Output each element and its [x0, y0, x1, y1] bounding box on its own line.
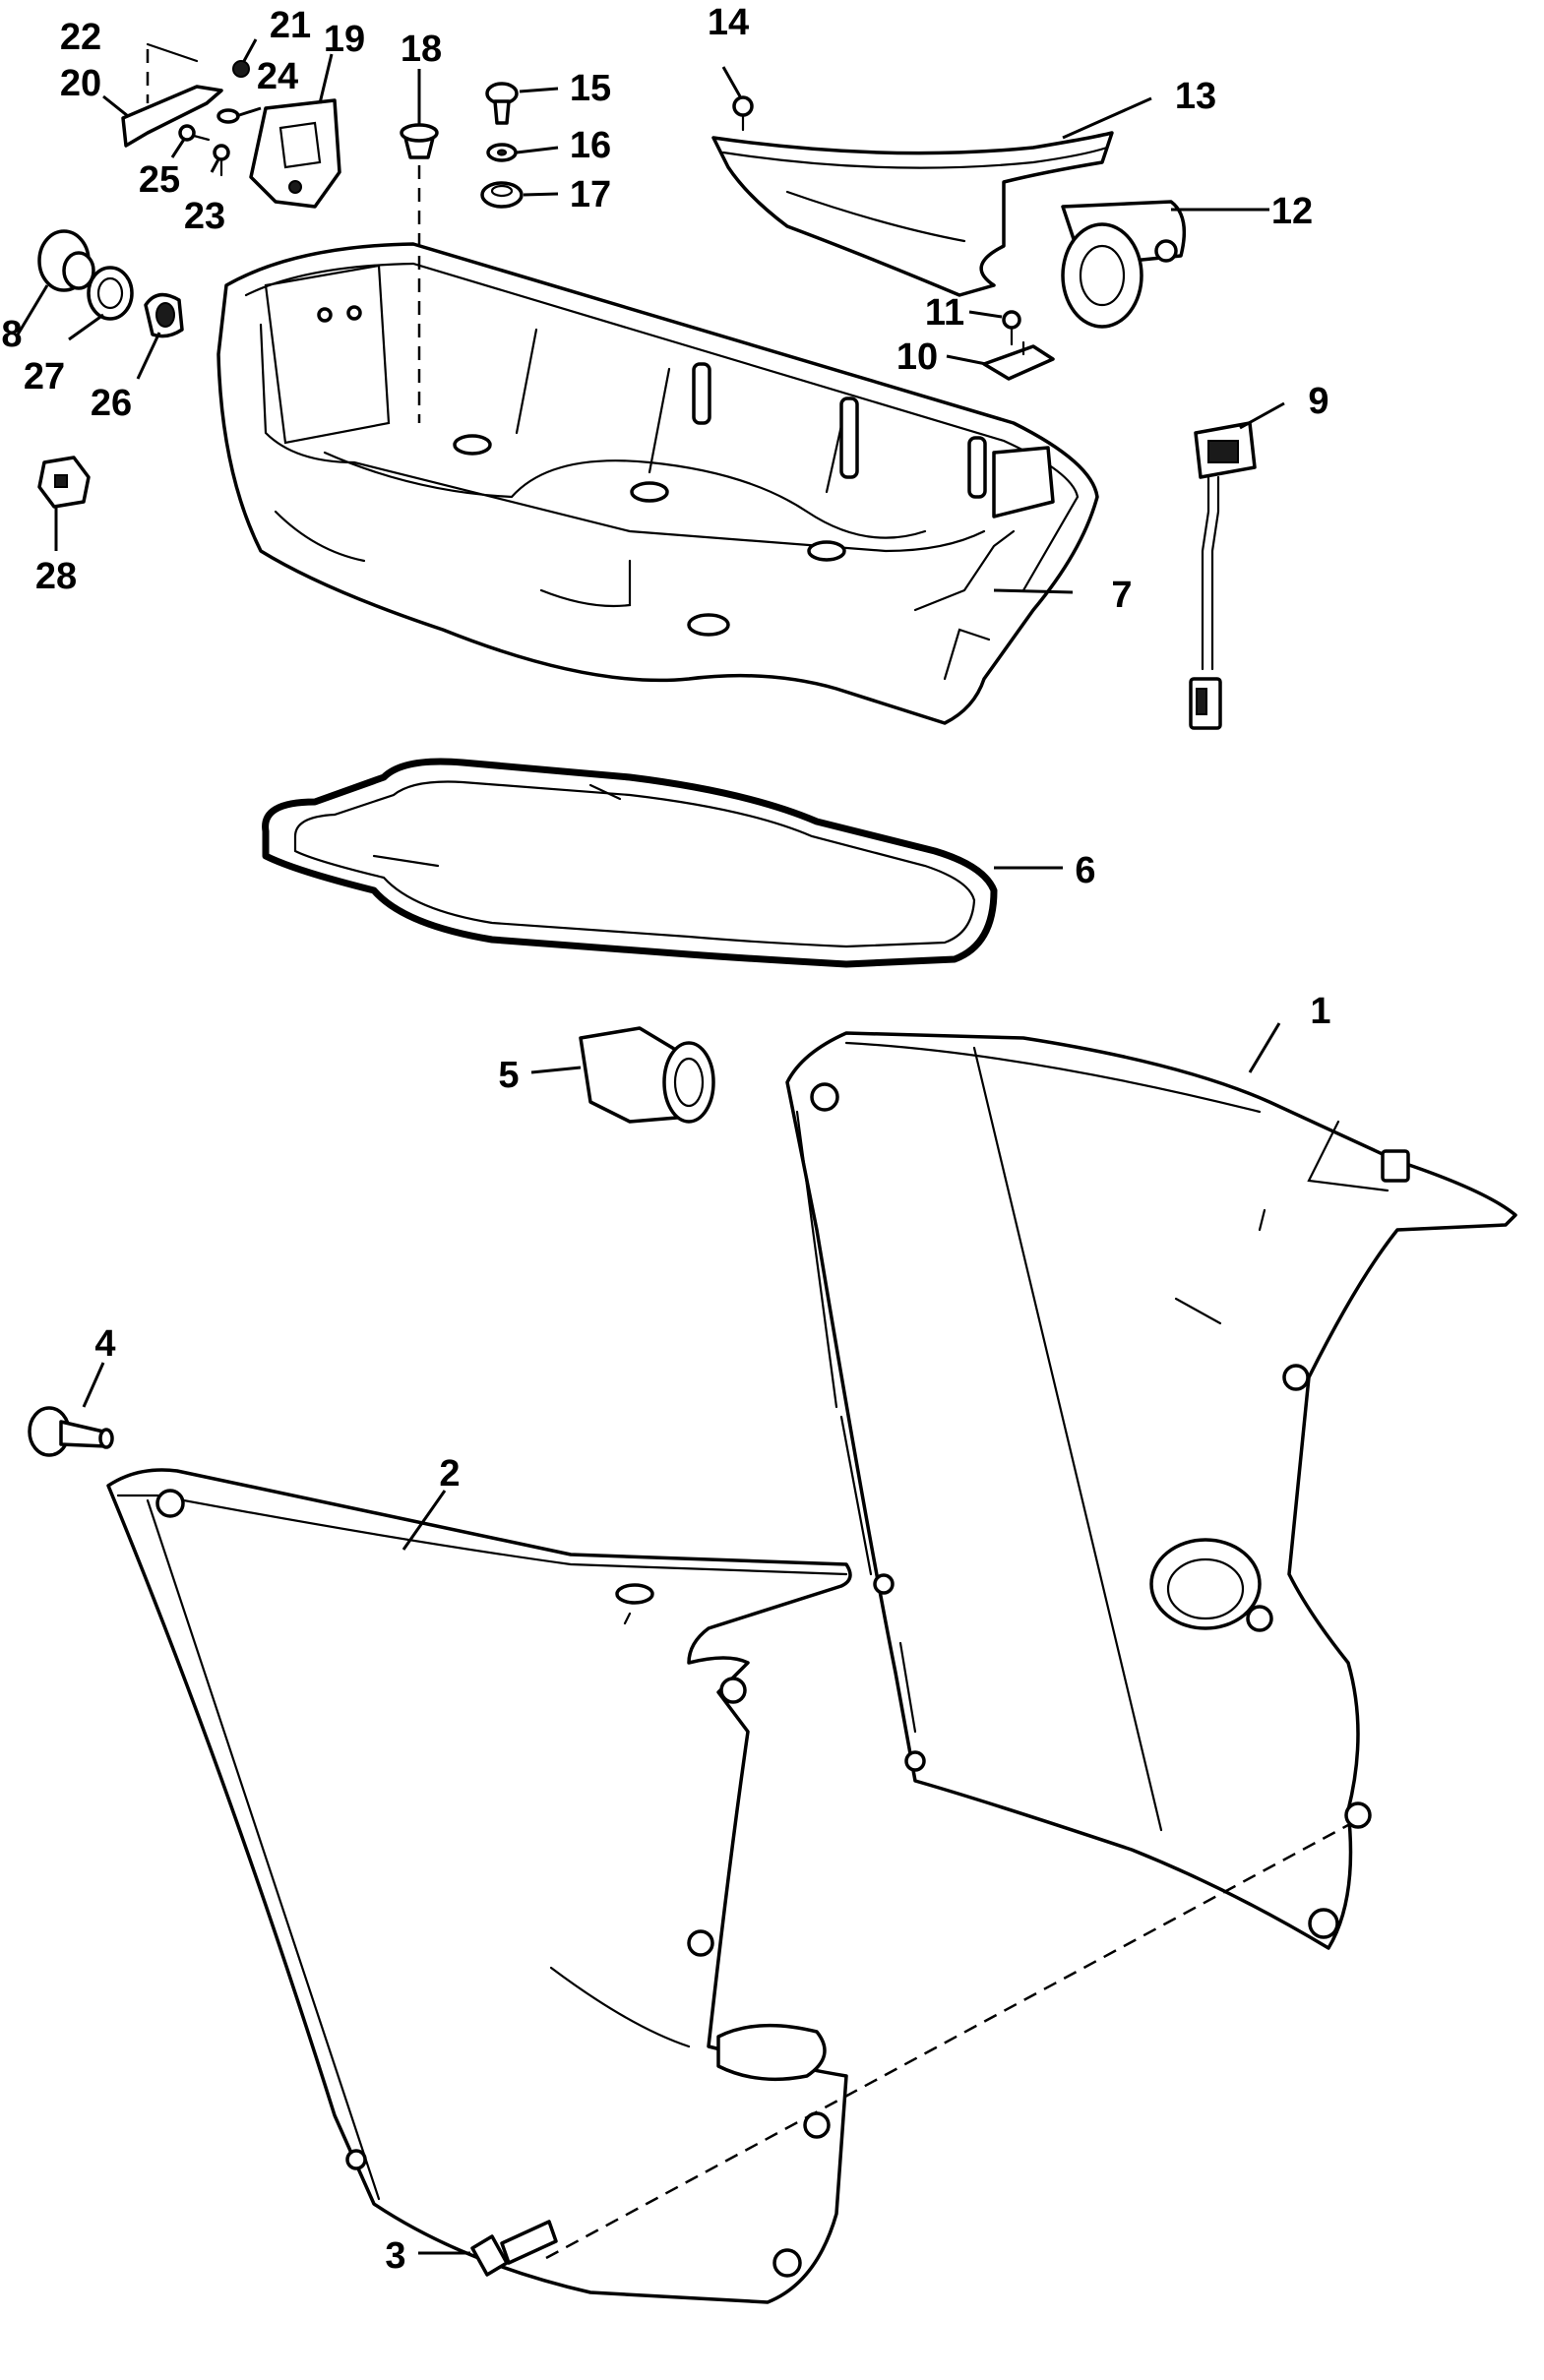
leader-14 — [721, 66, 742, 97]
part-25-screw — [178, 124, 211, 142]
leader-1 — [1248, 1022, 1281, 1073]
callout-25: 25 — [139, 159, 180, 201]
part-15-bolt — [485, 82, 519, 125]
callout-22: 22 — [60, 17, 101, 58]
part-5-grommet — [579, 1026, 715, 1124]
callout-16: 16 — [570, 125, 611, 166]
leader-23 — [210, 156, 221, 173]
callout-19: 19 — [324, 19, 365, 60]
callout-3: 3 — [385, 2235, 405, 2277]
leader-19 — [318, 53, 334, 104]
leader-25 — [170, 137, 187, 158]
callout-6: 6 — [1075, 850, 1095, 891]
part-11-screw — [1002, 310, 1021, 346]
part-19-latch — [249, 98, 341, 209]
part-12-actuator — [1061, 200, 1187, 329]
leader-8 — [16, 284, 49, 336]
callout-26: 26 — [91, 383, 132, 424]
leader-24 — [235, 106, 262, 118]
callout-21: 21 — [270, 5, 311, 46]
leader-13 — [1062, 96, 1152, 140]
part-14-screw — [732, 95, 754, 132]
part-4-bolt — [28, 1406, 114, 1457]
leader-16 — [516, 146, 559, 154]
callout-1: 1 — [1310, 991, 1330, 1032]
part-16-washer — [486, 143, 518, 162]
callout-20: 20 — [60, 63, 101, 104]
callout-17: 17 — [570, 174, 611, 215]
part-22-pin — [146, 42, 199, 103]
leader-2 — [401, 1490, 447, 1551]
callout-23: 23 — [184, 196, 225, 237]
callout-12: 12 — [1271, 191, 1313, 232]
leader-5 — [530, 1066, 582, 1074]
callout-labels: 1 2 3 4 5 6 7 8 9 10 11 12 13 14 15 16 1… — [1, 2, 1330, 2277]
leader-20 — [102, 94, 129, 118]
callout-4: 4 — [94, 1323, 115, 1365]
callout-24: 24 — [257, 56, 298, 97]
part-8-knob — [37, 229, 95, 292]
part-2-left-cowl — [106, 1468, 852, 2304]
callout-13: 13 — [1175, 76, 1216, 117]
part-13-trim-panel — [711, 131, 1114, 297]
callout-7: 7 — [1111, 575, 1132, 616]
leader-27 — [68, 313, 104, 341]
part-1-right-cowl — [785, 1031, 1517, 1950]
callout-9: 9 — [1308, 381, 1328, 422]
leader-17 — [523, 192, 559, 197]
part-23-screw — [213, 144, 230, 177]
part-18-plug — [400, 123, 439, 159]
leader-10 — [946, 354, 987, 366]
part-9-wire-harness — [1189, 421, 1257, 730]
part-17-nut — [480, 181, 524, 209]
assembly-line-3 — [545, 1823, 1349, 2260]
callout-8: 8 — [1, 314, 22, 355]
callout-27: 27 — [24, 356, 65, 397]
callout-18: 18 — [401, 29, 442, 70]
callout-10: 10 — [896, 336, 938, 378]
leader-11 — [968, 310, 1003, 319]
callout-14: 14 — [708, 2, 749, 43]
callout-11: 11 — [925, 292, 964, 334]
part-26-clip — [144, 292, 184, 338]
leader-26 — [136, 332, 161, 380]
part-7-bottom-cowl — [216, 242, 1099, 725]
leader-9 — [1239, 401, 1285, 430]
part-20-lever — [121, 85, 223, 148]
part-10-bracket — [982, 340, 1055, 381]
part-3-bolt — [470, 2220, 558, 2277]
leader-7 — [993, 588, 1074, 594]
leader-lines — [16, 38, 1285, 2255]
part-6-seal — [262, 758, 998, 968]
callout-5: 5 — [498, 1055, 519, 1096]
callout-28: 28 — [35, 556, 77, 597]
leader-15 — [519, 87, 559, 93]
part-27-ring — [87, 266, 134, 321]
leader-21 — [242, 38, 258, 62]
part-24-washer — [216, 108, 240, 124]
callout-2: 2 — [439, 1453, 460, 1495]
leader-4 — [82, 1362, 105, 1408]
part-21-nut — [232, 60, 250, 78]
part-28-connector — [37, 456, 91, 509]
callout-15: 15 — [570, 68, 611, 109]
